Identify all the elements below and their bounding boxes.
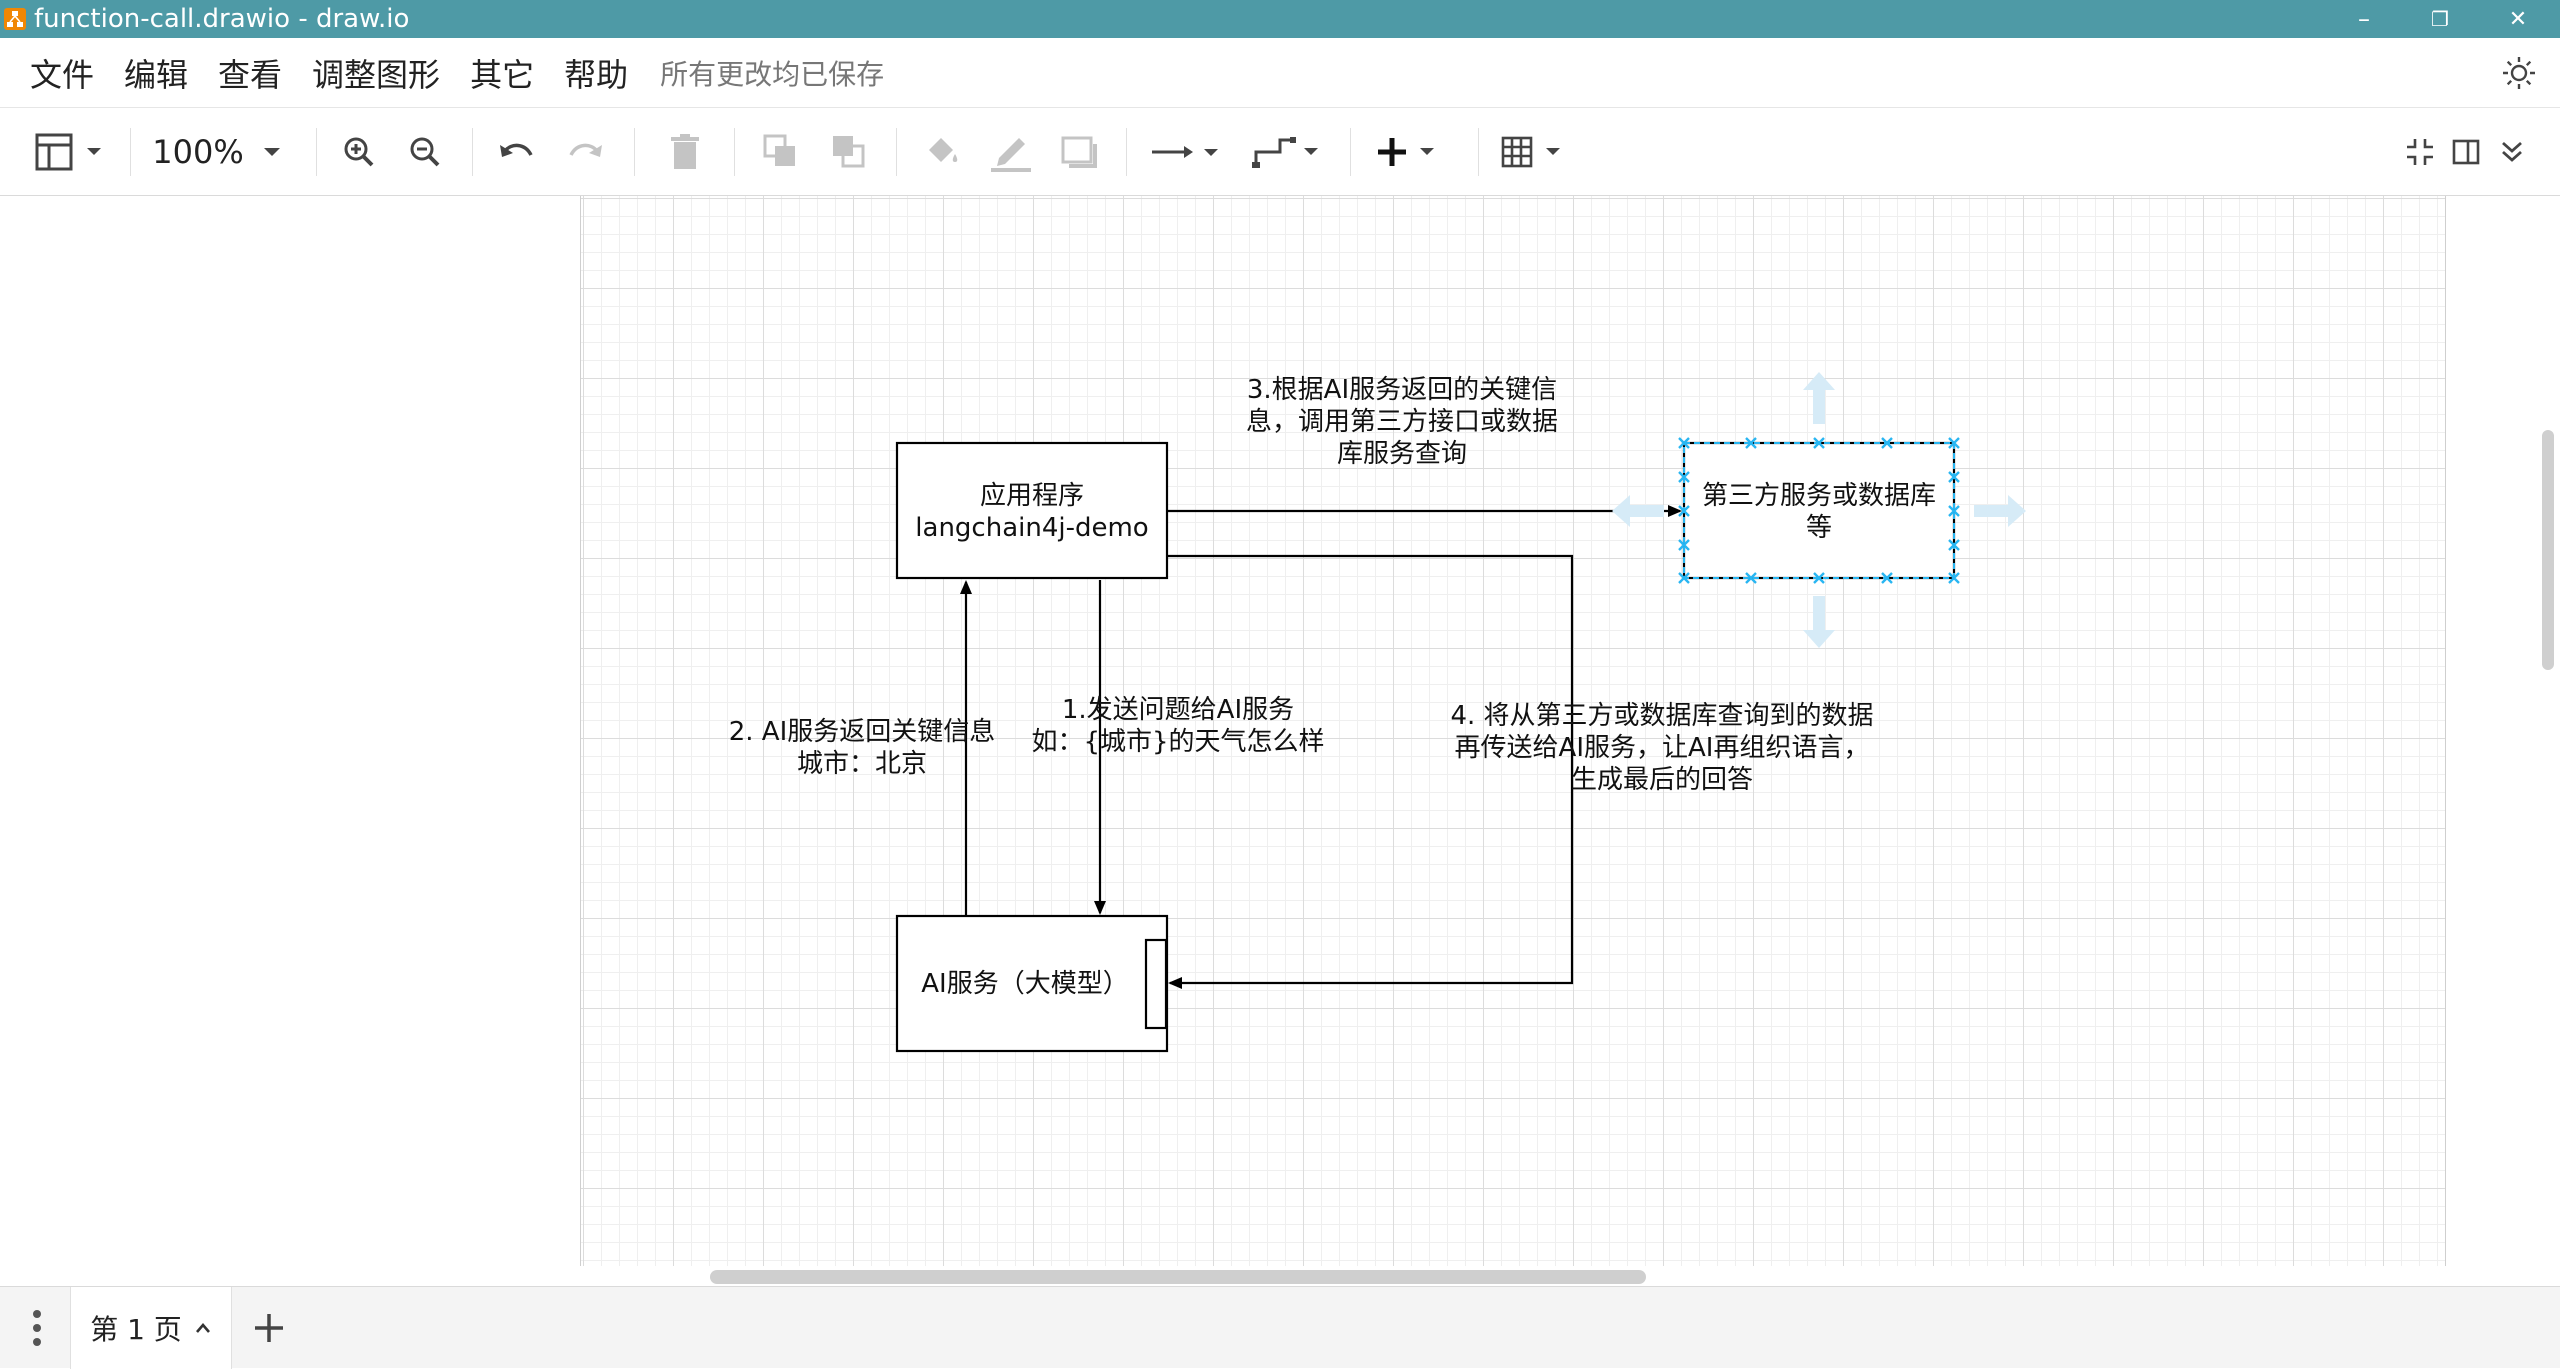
chevron-down-icon: [1420, 148, 1434, 155]
collapse-toolbar-button[interactable]: [2490, 130, 2534, 174]
menu-help[interactable]: 帮助: [564, 55, 629, 94]
chevron-down-icon: [1304, 148, 1318, 155]
collapse-icon: [2407, 139, 2433, 165]
undo-button[interactable]: [494, 130, 540, 174]
toolbar-divider: [1350, 128, 1351, 176]
horizontal-scrollbar[interactable]: [710, 1270, 1646, 1284]
to-front-button: [758, 130, 804, 174]
format-panel-button[interactable]: [28, 130, 108, 174]
title-bar: function-call.drawio - draw.io – ❐ ✕: [0, 0, 2560, 38]
toolbar-divider: [1126, 128, 1127, 176]
connection-style-button[interactable]: [1150, 130, 1226, 174]
line-color-button: [988, 130, 1034, 174]
maximize-button[interactable]: ❐: [2431, 7, 2449, 31]
fill-color-button: [920, 130, 966, 174]
toolbar: 100%: [0, 108, 2560, 196]
delete-button: [662, 130, 708, 174]
theme-toggle-icon[interactable]: [2500, 54, 2538, 92]
menu-view[interactable]: 查看: [218, 55, 283, 94]
redo-button: [562, 130, 608, 174]
to-back-button: [826, 130, 872, 174]
toolbar-divider: [1478, 128, 1479, 176]
page-tab-label: 第 1 页: [90, 1313, 182, 1346]
toolbar-divider: [634, 128, 635, 176]
undo-icon: [500, 143, 533, 157]
bring-to-front-icon: [763, 134, 795, 166]
trash-icon: [671, 134, 699, 169]
pages-bar: 第 1 页: [0, 1286, 2560, 1369]
insert-button[interactable]: [1374, 130, 1450, 174]
elbow-connector-icon: [1252, 137, 1296, 168]
drawio-logo-icon: [4, 8, 26, 30]
chevron-down-icon: [263, 148, 280, 156]
table-button[interactable]: [1500, 130, 1576, 174]
double-chevron-down-icon: [2502, 141, 2522, 162]
chevron-down-icon: [1546, 148, 1560, 155]
zoom-out-icon: [410, 137, 440, 167]
zoom-out-button[interactable]: [402, 130, 448, 174]
more-vertical-icon: [33, 1310, 41, 1346]
plus-icon: [255, 1314, 283, 1342]
pages-menu-button[interactable]: [22, 1305, 52, 1351]
zoom-dropdown[interactable]: 100%: [150, 130, 290, 174]
shadow-button: [1056, 130, 1102, 174]
diagram-page[interactable]: [580, 196, 2446, 1266]
chevron-down-icon: [1204, 149, 1218, 156]
toolbar-divider: [896, 128, 897, 176]
waypoints-button[interactable]: [1250, 130, 1326, 174]
plus-icon: [1378, 138, 1406, 166]
chevron-up-icon[interactable]: [194, 1321, 212, 1335]
table-icon: [1501, 136, 1533, 168]
chevron-down-icon: [87, 148, 101, 155]
toolbar-divider: [472, 128, 473, 176]
menu-extras[interactable]: 其它: [470, 55, 535, 94]
toggle-format-panel-button[interactable]: [2444, 130, 2488, 174]
tab-page-1[interactable]: 第 1 页: [70, 1287, 232, 1369]
layout-icon: [35, 133, 73, 171]
send-to-back-icon: [833, 136, 865, 168]
pencil-icon: [991, 138, 1031, 172]
zoom-in-icon: [344, 137, 374, 167]
shadow-icon: [1061, 136, 1097, 168]
fullscreen-button[interactable]: [2398, 130, 2442, 174]
vertical-scrollbar[interactable]: [2542, 430, 2554, 670]
minimize-button[interactable]: –: [2358, 5, 2370, 33]
save-status: 所有更改均已保存: [660, 57, 885, 91]
add-page-button[interactable]: [246, 1305, 292, 1351]
sidebar-panel-icon: [2452, 139, 2480, 165]
toolbar-divider: [316, 128, 317, 176]
toolbar-divider: [734, 128, 735, 176]
window-title: function-call.drawio - draw.io: [34, 4, 410, 34]
paint-bucket-icon: [929, 138, 958, 162]
arrow-right-icon: [1152, 146, 1193, 158]
menu-edit[interactable]: 编辑: [124, 55, 189, 94]
close-button[interactable]: ✕: [2508, 6, 2528, 32]
zoom-level: 100%: [152, 133, 244, 171]
menu-arrange[interactable]: 调整图形: [312, 55, 441, 94]
toolbar-divider: [130, 128, 131, 176]
menu-file[interactable]: 文件: [30, 55, 95, 94]
redo-icon: [569, 143, 602, 157]
zoom-in-button[interactable]: [336, 130, 382, 174]
menu-bar: 文件 编辑 查看 调整图形 其它 帮助 所有更改均已保存: [0, 38, 2560, 108]
